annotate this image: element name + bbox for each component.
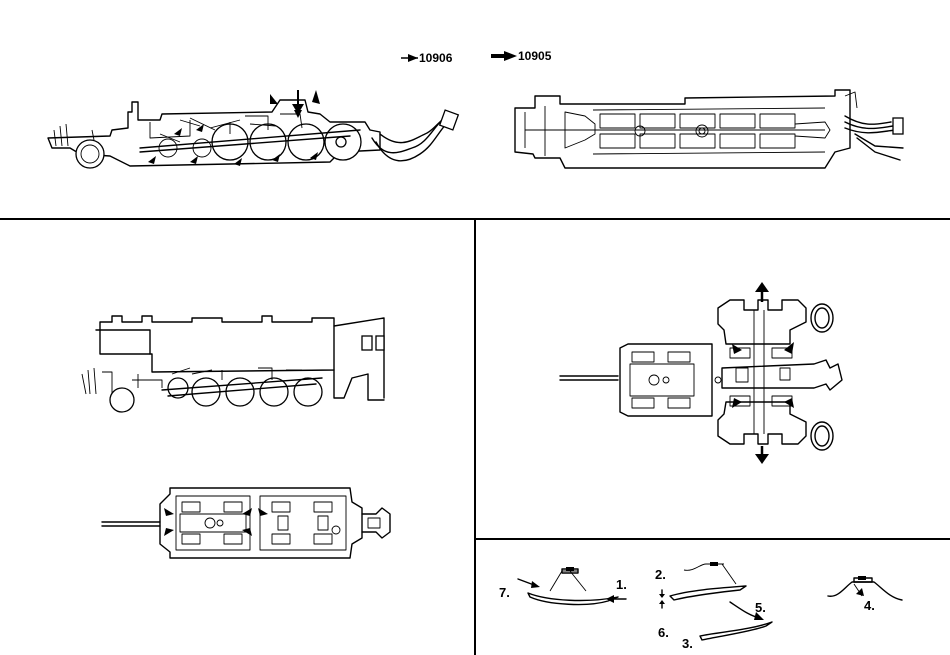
chassis-side-view-drawing xyxy=(40,90,460,190)
part-label-10906: 10906 xyxy=(400,50,460,66)
chassis-underside-view-drawing xyxy=(505,88,925,188)
step-label-7: 7. xyxy=(499,585,510,600)
step-label-6: 6. xyxy=(658,625,669,640)
part-number-10906: 10906 xyxy=(419,51,452,65)
vertical-divider xyxy=(474,219,476,655)
part-number-10905: 10905 xyxy=(518,49,551,63)
part-label-10905: 10905 xyxy=(490,48,554,64)
step-label-2: 2. xyxy=(655,567,666,582)
loco-underside-view-drawing xyxy=(100,478,400,568)
loco-side-view-drawing xyxy=(72,308,392,418)
pickup-shoe-step-b-drawing xyxy=(660,560,790,640)
step-label-1: 1. xyxy=(616,577,627,592)
horizontal-divider-right xyxy=(475,538,950,540)
step-label-4: 4. xyxy=(864,598,875,613)
arrow-thin-icon xyxy=(400,51,420,65)
exploded-underside-drawing xyxy=(558,284,858,464)
arrow-bold-icon xyxy=(490,49,518,63)
step-label-3: 3. xyxy=(682,636,693,651)
step-label-5: 5. xyxy=(755,600,766,615)
